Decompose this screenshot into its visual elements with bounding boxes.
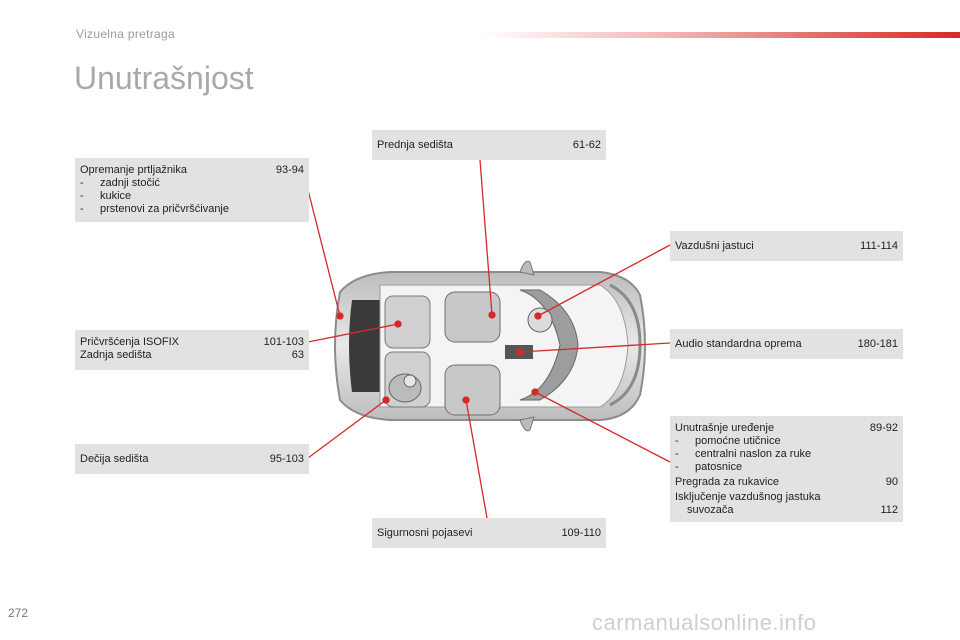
- box-unutrasnje: Unutrašnje uređenje 89-92 -pomoćne utičn…: [670, 416, 903, 522]
- car-body: [334, 260, 646, 432]
- leader-dot-prtljaznik: [336, 312, 344, 320]
- box-prtljaznik: Opremanje prtljažnika 93-94 -zadnji stoč…: [75, 158, 309, 222]
- header-accent-bar: [480, 32, 960, 38]
- leader-line-vazdusni: [537, 244, 671, 317]
- list-item: pomoćne utičnice: [695, 435, 781, 447]
- box-audio: Audio standardna oprema 180-181: [670, 329, 903, 359]
- leader-line-decija: [307, 399, 387, 459]
- leader-dot-decija: [382, 396, 390, 404]
- list-item: kukice: [100, 190, 132, 202]
- box-pages: 93-94: [275, 164, 304, 176]
- box-label: Dečija sedišta: [80, 453, 149, 465]
- leader-line-prednja: [479, 159, 493, 316]
- box-label: suvozača: [687, 504, 734, 516]
- section-header: Vizuelna pretraga: [76, 27, 175, 41]
- box-pages: 63: [291, 349, 304, 361]
- leader-line-unutrasnje: [534, 391, 671, 463]
- leader-dot-prednja: [488, 311, 496, 319]
- box-prednja: Prednja sedišta 61-62: [372, 130, 606, 160]
- box-pages: 111-114: [860, 240, 898, 252]
- box-label: Vazdušni jastuci: [675, 240, 754, 252]
- box-pages: 112: [880, 504, 898, 516]
- page-title: Unutrašnjost: [74, 60, 254, 96]
- leader-dot-audio: [516, 348, 524, 356]
- list-item: zadnji stočić: [100, 177, 160, 189]
- box-pages: 61-62: [572, 139, 601, 151]
- box-label: Isključenje vazdušnog jastuka: [675, 491, 821, 503]
- page-number: 272: [8, 606, 29, 620]
- watermark: carmanualsonline.info: [592, 610, 817, 635]
- leader-dot-vazdusni: [534, 312, 542, 320]
- box-label: Opremanje prtljažnika: [80, 164, 187, 176]
- box-pages: 90: [885, 476, 898, 488]
- leader-dot-pojasevi: [462, 396, 470, 404]
- box-pojasevi: Sigurnosni pojasevi 109-110: [372, 518, 606, 548]
- box-pages: 180-181: [857, 338, 898, 350]
- leader-line-audio: [519, 342, 671, 353]
- box-label: Zadnja sedišta: [80, 349, 152, 361]
- box-label: Pričvršćenja ISOFIX: [80, 336, 180, 348]
- box-pages: 95-103: [269, 453, 304, 465]
- list-item: patosnice: [695, 461, 743, 473]
- box-label: Sigurnosni pojasevi: [377, 527, 473, 539]
- box-label: Pregrada za rukavice: [675, 476, 779, 488]
- list-item: prstenovi za pričvršćivanje: [100, 203, 229, 215]
- box-label: Prednja sedišta: [377, 139, 453, 151]
- list-item: centralni naslon za ruke: [695, 448, 812, 460]
- leader-line-prtljaznik: [307, 189, 341, 317]
- box-isofix: Pričvršćenja ISOFIX 101-103 Zadnja sediš…: [75, 330, 309, 370]
- leader-line-pojasevi: [465, 399, 488, 519]
- box-pages: 101-103: [263, 336, 304, 348]
- leader-dot-isofix: [394, 320, 402, 328]
- box-label: Unutrašnje uređenje: [675, 422, 775, 434]
- box-vazdusni: Vazdušni jastuci 111-114: [670, 231, 903, 261]
- box-label: Audio standardna oprema: [675, 338, 802, 350]
- box-pages: 89-92: [869, 422, 898, 434]
- box-pages: 109-110: [561, 527, 601, 539]
- leader-dot-unutrasnje: [531, 388, 539, 396]
- leader-line-isofix: [307, 323, 399, 343]
- box-decija: Dečija sedišta 95-103: [75, 444, 309, 474]
